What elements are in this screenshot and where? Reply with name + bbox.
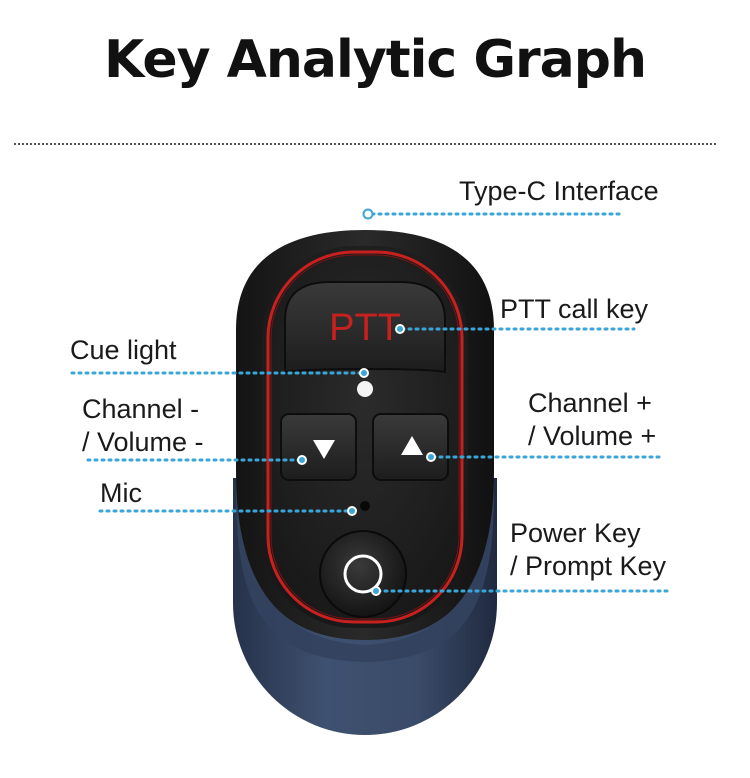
label-power-line2: / Prompt Key xyxy=(510,551,667,581)
channel-plus-key[interactable] xyxy=(372,413,449,481)
red-stitch-outline xyxy=(266,250,464,624)
label-channel-plus-line2: / Volume + xyxy=(528,421,657,451)
power-key[interactable] xyxy=(319,530,407,618)
label-channel-plus-line1: Channel + xyxy=(528,388,652,418)
up-arrow-icon xyxy=(401,436,423,455)
ptt-key-label: PTT xyxy=(329,307,401,349)
label-cue-light: Cue light xyxy=(70,335,177,365)
cue-light xyxy=(357,381,373,397)
label-channel-minus-line1: Channel - xyxy=(82,394,200,424)
mic-hole xyxy=(360,501,370,511)
label-channel-minus-line2: / Volume - xyxy=(82,427,204,457)
title-divider xyxy=(14,143,716,145)
label-power-line1: Power Key xyxy=(510,518,641,548)
ptt-key[interactable]: PTT xyxy=(284,281,446,374)
page-title: Key Analytic Graph xyxy=(104,30,647,90)
label-type-c: Type-C Interface xyxy=(459,176,659,206)
label-mic: Mic xyxy=(100,478,142,508)
label-ptt-call: PTT call key xyxy=(500,294,649,324)
callout-lines xyxy=(70,212,670,593)
down-arrow-icon xyxy=(313,440,335,459)
channel-minus-key[interactable] xyxy=(280,413,357,481)
callout-anchor-dots xyxy=(297,208,436,596)
power-ring-icon xyxy=(343,554,383,594)
